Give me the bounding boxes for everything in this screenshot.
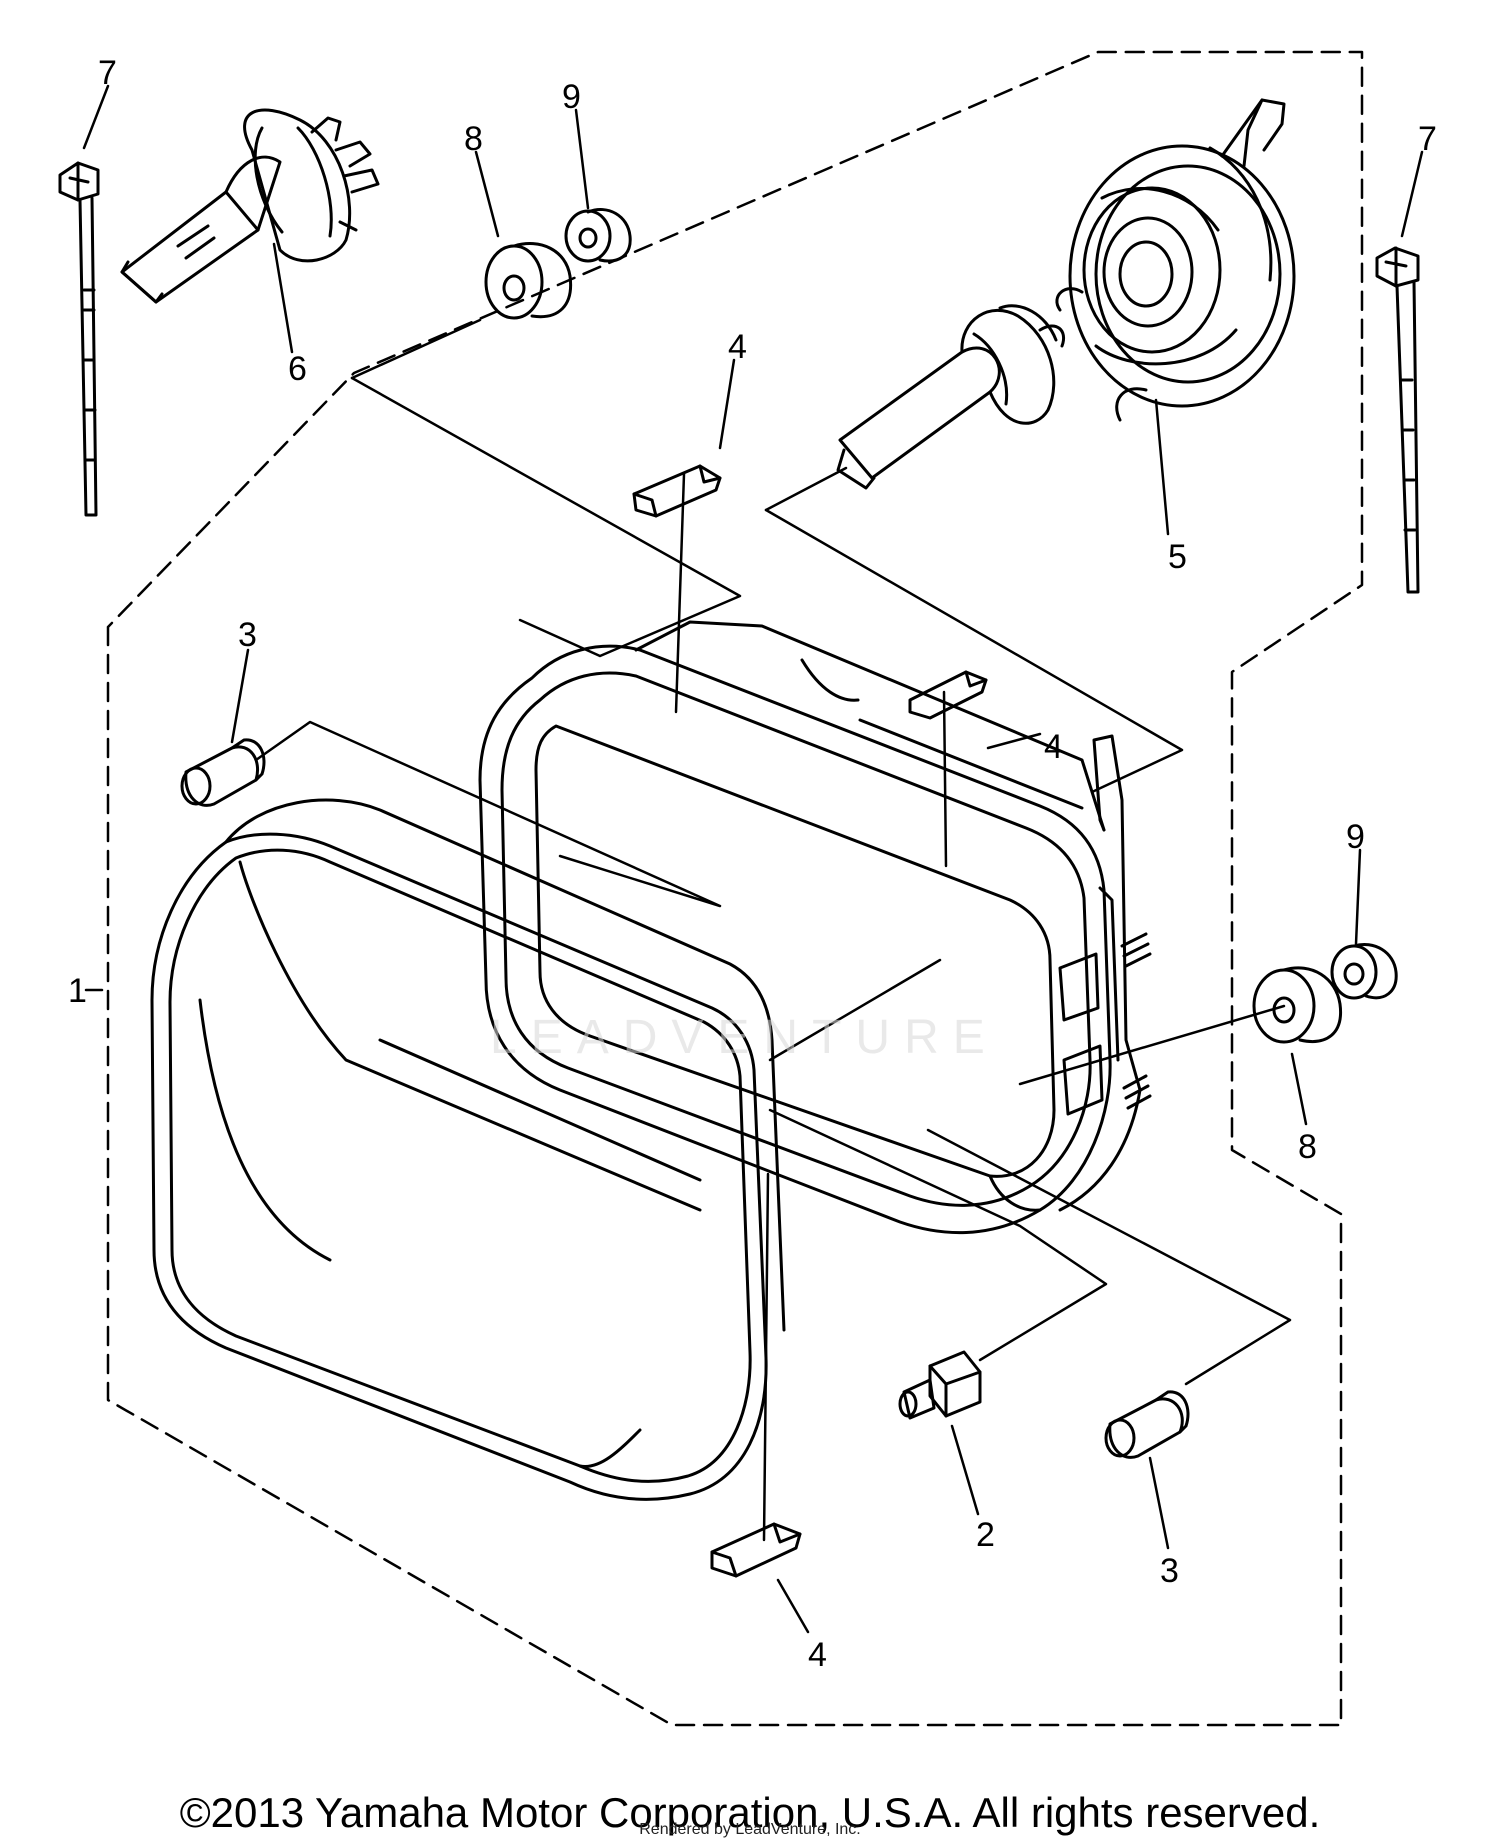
callout-7-left: 7 — [98, 54, 117, 92]
copyright-notice: ©2013 Yamaha Motor Corporation, U.S.A. A… — [179, 1789, 1321, 1836]
halogen-bulb — [120, 108, 380, 304]
callout-5: 5 — [1168, 538, 1187, 576]
clip-bottom — [710, 1522, 802, 1578]
callout-3-left: 3 — [238, 616, 257, 654]
callout-8-top: 8 — [464, 120, 483, 158]
grommet-right — [1252, 966, 1343, 1044]
callout-4-right: 4 — [1044, 728, 1063, 766]
position-bulb-left — [180, 738, 266, 807]
cable-tie-right — [1375, 246, 1420, 594]
clip-top-right — [908, 670, 988, 720]
callout-9-top: 9 — [562, 78, 581, 116]
callout-6: 6 — [288, 350, 307, 388]
grommet-top — [484, 242, 573, 320]
callout-4-top: 4 — [728, 328, 747, 366]
leader-lines — [82, 84, 1424, 1634]
bulb-socket-housing — [1055, 98, 1296, 422]
callout-3-right: 3 — [1160, 1552, 1179, 1590]
clip-top-center — [632, 464, 722, 518]
callout-9-right: 9 — [1346, 818, 1365, 856]
position-bulb-right — [1104, 1390, 1190, 1459]
nut-right — [1330, 943, 1398, 1000]
callout-numbers: 7 6 8 9 4 5 7 3 4 9 1 8 2 3 4 — [68, 54, 1437, 1674]
assembly-boundary-dashed — [106, 50, 1364, 1727]
render-credit: Rendered by LeadVenture, Inc. — [639, 1821, 861, 1838]
callout-4-bottom: 4 — [808, 1636, 827, 1674]
callout-1: 1 — [68, 972, 87, 1010]
headlight-housing — [478, 620, 1152, 1235]
alignment-lines — [254, 318, 1292, 1542]
headlight-lens — [150, 798, 786, 1501]
bulb-in-socket — [836, 304, 1065, 490]
callout-8-right: 8 — [1298, 1128, 1317, 1166]
watermark: LEADVENTURE — [490, 1011, 999, 1064]
nut-top — [564, 208, 632, 263]
cable-tie-left — [58, 161, 100, 517]
bulb-socket-small — [898, 1350, 982, 1420]
callout-7-right: 7 — [1418, 120, 1437, 158]
callout-2: 2 — [976, 1516, 995, 1554]
